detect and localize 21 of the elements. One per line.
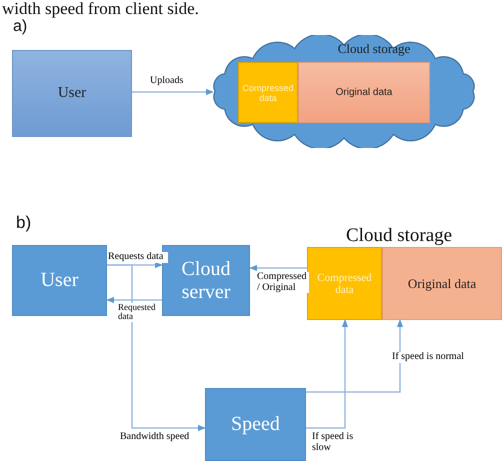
edge-label: Requests data xyxy=(108,252,168,262)
arrow xyxy=(107,264,206,432)
process-box: User xyxy=(12,245,107,316)
group-title: Cloud storage xyxy=(346,225,452,247)
panel-label: b) xyxy=(16,213,32,233)
edge-label: Compressed / Original xyxy=(257,272,309,293)
data-block: Original data xyxy=(382,247,502,320)
heading-text: width speed from client side. xyxy=(2,0,199,17)
arrow xyxy=(306,319,404,393)
arrow xyxy=(249,264,307,272)
user-box: User xyxy=(12,50,132,137)
panel-label: a) xyxy=(13,18,28,36)
process-box: Cloud server xyxy=(162,245,250,316)
edge-label: Requested data xyxy=(118,303,156,322)
data-block: Original data xyxy=(298,62,430,123)
arrow xyxy=(106,296,162,304)
arrow xyxy=(306,319,348,429)
arrow xyxy=(132,88,214,96)
process-box: Speed xyxy=(205,388,306,461)
data-block: Compressed data xyxy=(238,62,298,123)
data-block: Compressed data xyxy=(307,247,382,320)
